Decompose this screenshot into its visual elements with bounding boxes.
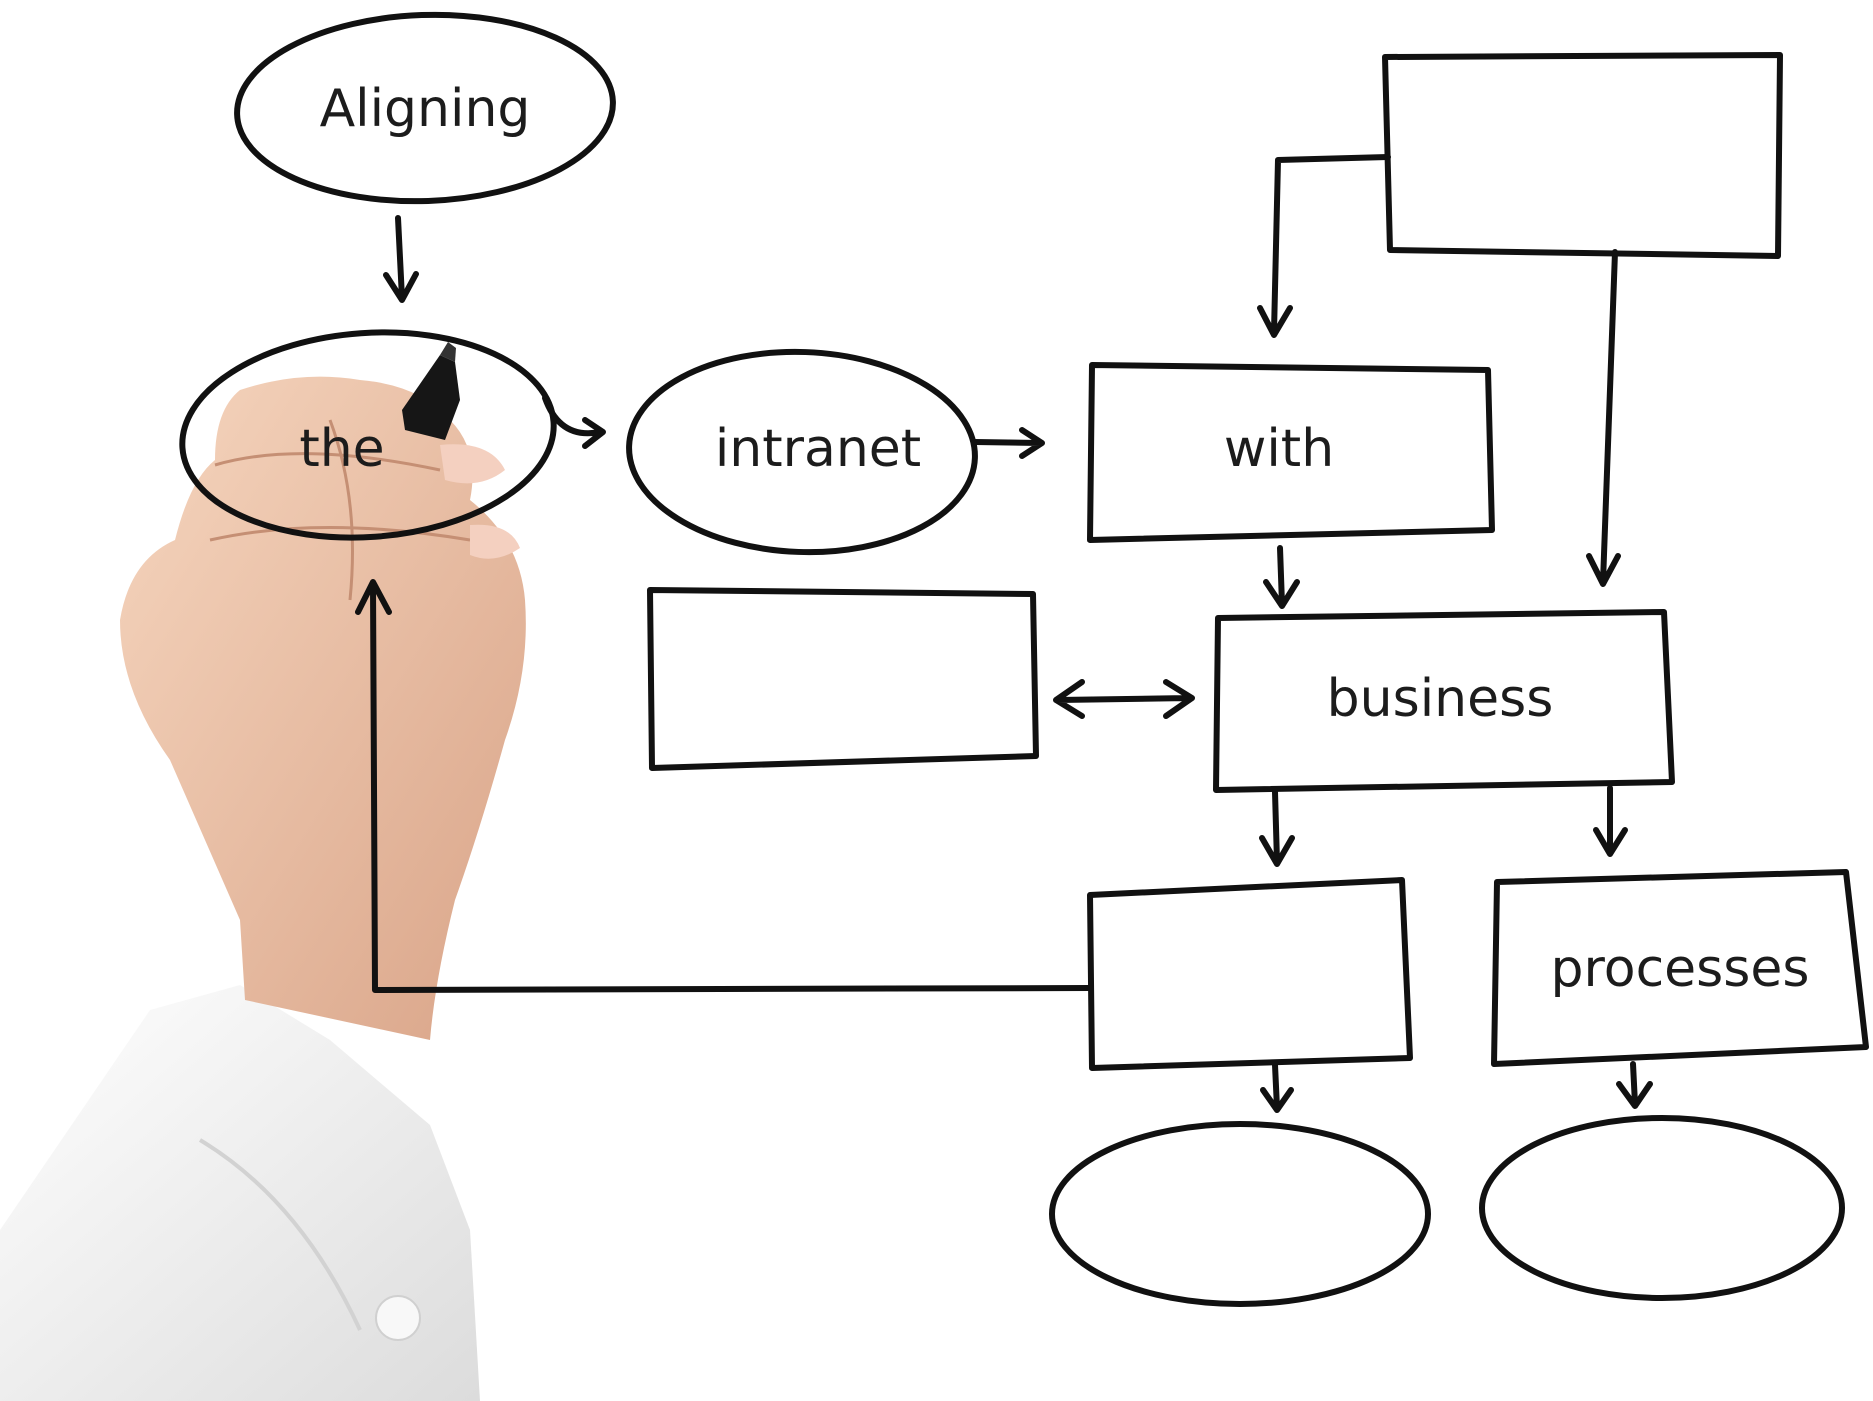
fingernail [470, 524, 520, 559]
arrow-aligning-to-the [383, 215, 419, 303]
box-processes [1491, 869, 1869, 1067]
node-business: business [1213, 609, 1675, 793]
box-left-empty [647, 587, 1039, 771]
double-arrow-box-business [1053, 679, 1195, 719]
cuff-button [375, 1295, 421, 1341]
finger-crease [214, 452, 441, 472]
oval-intranet [626, 348, 978, 556]
label-aligning: Aligning [320, 79, 531, 139]
node-the: the [179, 329, 557, 541]
oval-bottom-left-empty [1049, 1121, 1431, 1307]
node-left-box [647, 587, 1039, 771]
thumb-crease [328, 419, 354, 601]
arrow-business-to-lower-box [1259, 789, 1295, 867]
label-intranet: intranet [715, 419, 921, 479]
marker-tip [440, 342, 456, 362]
shirt-sleeve [0, 985, 480, 1401]
label-with: with [1224, 419, 1334, 479]
arrow-with-to-business [1263, 545, 1300, 609]
label-processes: processes [1551, 939, 1810, 999]
box-top-empty [1382, 52, 1783, 259]
hand-with-marker [0, 342, 526, 1401]
arrow-processes-to-oval [1616, 1061, 1653, 1109]
hand [120, 376, 526, 1041]
node-processes: processes [1491, 869, 1869, 1067]
oval-bottom-right-empty [1479, 1115, 1845, 1301]
box-with [1087, 362, 1495, 543]
sleeve-fold [198, 1138, 362, 1331]
node-oval-bottom-left [1049, 1121, 1431, 1307]
node-top-box [1382, 52, 1783, 259]
node-lower-box [1087, 877, 1413, 1071]
label-business: business [1327, 669, 1554, 729]
arrow-topbox-to-with [1257, 154, 1391, 338]
box-lower-empty [1087, 877, 1413, 1071]
node-with: with [1087, 362, 1495, 543]
finger-crease [209, 526, 471, 542]
node-oval-bottom-right [1479, 1115, 1845, 1301]
connectors [355, 154, 1653, 1113]
oval-aligning [234, 11, 616, 205]
oval-the [179, 329, 557, 541]
arrow-business-to-processes [1593, 785, 1628, 857]
label-the: the [299, 419, 384, 479]
arrow-lower-box-to-oval [1260, 1062, 1294, 1113]
arrow-intranet-to-with [972, 427, 1045, 459]
marker-pen [402, 355, 460, 440]
node-intranet: intranet [626, 348, 978, 556]
node-aligning: Aligning [234, 11, 616, 205]
box-business [1213, 609, 1675, 793]
feedback-loop-to-the [355, 579, 1093, 993]
fingernail [440, 444, 505, 484]
arrow-topbox-to-business [1586, 249, 1621, 587]
